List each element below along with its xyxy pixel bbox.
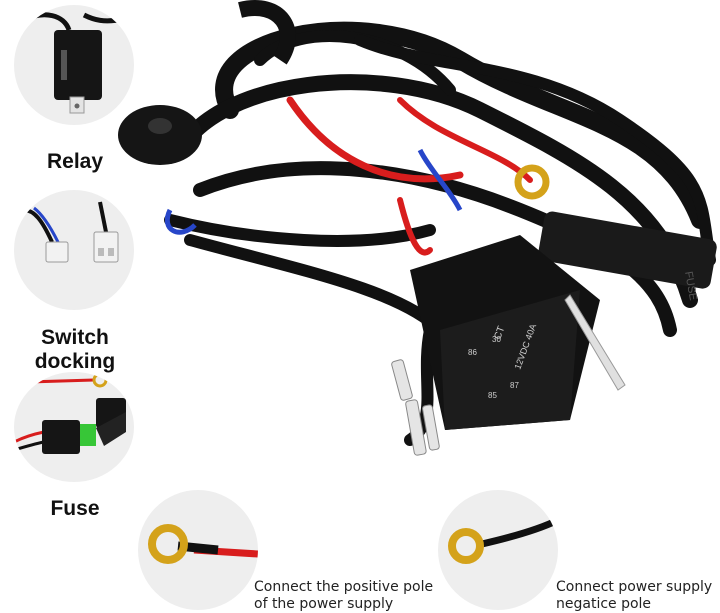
fuse-thumbnail xyxy=(14,372,134,482)
positive-terminal-thumbnail xyxy=(138,490,258,610)
relay-photo: CT 12VDC 40A 86 30 85 87 xyxy=(410,235,600,430)
wire-loop xyxy=(238,0,296,65)
negative-ring-terminal-icon xyxy=(448,528,484,564)
positive-ring-terminal-icon xyxy=(148,524,188,564)
switch-docking-thumbnail xyxy=(14,190,134,310)
relay-pin-86: 86 xyxy=(468,348,477,357)
fuse-label: Fuse xyxy=(50,497,100,520)
relay-icon xyxy=(54,30,102,100)
positive-caption-line2: of the power supply xyxy=(254,596,394,612)
negative-terminal-thumbnail xyxy=(438,490,558,610)
fuse-holder-marking: FUSE xyxy=(682,270,699,301)
switch-docking-label: Switch docking xyxy=(34,326,116,373)
relay-brand: CT xyxy=(492,325,507,341)
relay-label: Relay xyxy=(46,150,104,173)
negative-caption: Connect power supply negatice pole xyxy=(556,579,712,613)
negative-caption-line1: Connect power supply xyxy=(556,579,713,595)
wiring-harness-photo: FUSE CT 12VDC 40A 86 30 85 87 xyxy=(100,0,720,480)
relay-pin-30: 30 xyxy=(492,335,501,344)
connector-icon xyxy=(45,241,69,263)
positive-caption: Connect the positive pole of the power s… xyxy=(254,579,433,613)
relay-thumbnail xyxy=(14,5,134,125)
fuse-holder-icon xyxy=(42,420,80,454)
relay-pin-85: 85 xyxy=(488,391,497,400)
negative-caption-line2: negatice pole xyxy=(556,596,652,612)
relay-pin-87: 87 xyxy=(510,381,519,390)
positive-caption-line1: Connect the positive pole xyxy=(254,579,434,595)
